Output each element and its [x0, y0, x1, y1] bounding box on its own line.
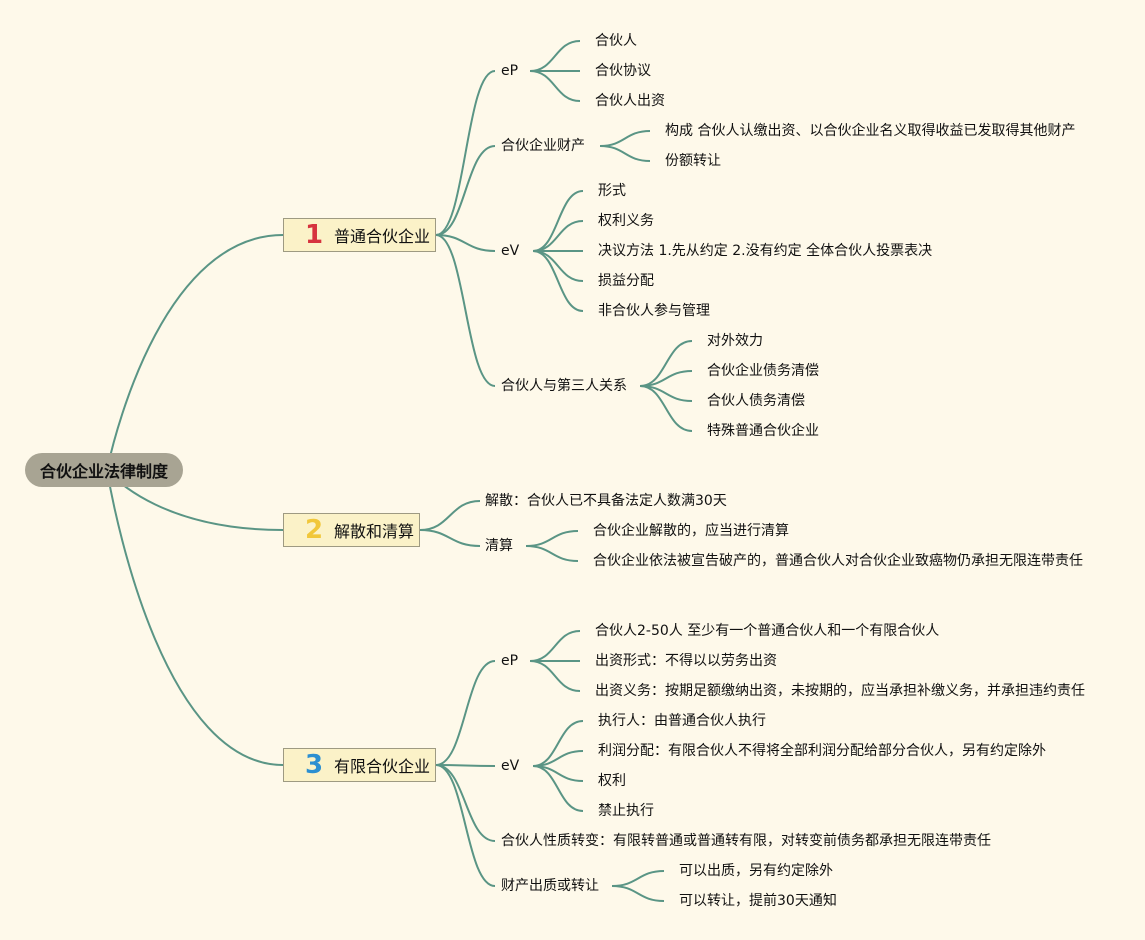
node-partnership-property[interactable]: 合伙企业财产 [501, 138, 585, 154]
node-property-pledge-transfer[interactable]: 财产出质或转让 [501, 878, 599, 894]
leaf-pledge[interactable]: 可以出质，另有约定除外 [679, 863, 833, 879]
link-b1-2 [435, 234, 496, 252]
root-node[interactable]: 合伙企业法律制度 [25, 453, 183, 487]
link-root-branch3 [106, 469, 284, 766]
branch-label: 有限合伙企业 [334, 757, 431, 776]
leaf-share-transfer[interactable]: 份额转让 [665, 153, 721, 169]
leaf-profit-distribution[interactable]: 利润分配：有限合伙人不得将全部利润分配给部分合伙人，另有约定除外 [598, 743, 1046, 759]
leaf-resolution-method[interactable]: 决议方法 1.先从约定 2.没有约定 全体合伙人投票表决 [598, 243, 933, 259]
leaf-external-effect[interactable]: 对外效力 [707, 333, 763, 349]
link-b2-0 [419, 500, 481, 531]
link-b3-ep-2 [529, 660, 581, 692]
link-b1-3 [435, 234, 496, 387]
leaf-special-partnership[interactable]: 特殊普通合伙企业 [707, 423, 819, 439]
link-b1-third-3 [639, 385, 693, 432]
leaf-contribution-form[interactable]: 出资形式：不得以以劳务出资 [595, 653, 777, 669]
leaf-property-composition[interactable]: 构成 合伙人认缴出资、以合伙企业名义取得收益已发取得其他财产 [665, 123, 1076, 139]
link-b2-liq-0 [525, 530, 579, 547]
node-ev[interactable]: eV [501, 243, 520, 259]
link-b3-1 [435, 764, 496, 767]
leaf-bankruptcy-liability[interactable]: 合伙企业依法被宣告破产的，普通合伙人对合伙企业致癌物仍承担无限连带责任 [593, 553, 1083, 569]
link-b3-3 [435, 764, 496, 887]
node-ep[interactable]: eP [501, 63, 519, 79]
leaf-partner-contribution[interactable]: 合伙人出资 [595, 93, 665, 109]
link-b1-ep-2 [529, 70, 581, 102]
leaf-nonpartner-management[interactable]: 非合伙人参与管理 [598, 303, 710, 319]
link-root-branch1 [106, 234, 284, 471]
link-b1-ev-1 [532, 220, 584, 252]
link-b1-prop-1 [599, 145, 651, 162]
link-b1-ev-0 [532, 190, 584, 252]
node-third-party-relation[interactable]: 合伙人与第三人关系 [501, 378, 627, 394]
number-1-icon: 1 [304, 220, 324, 250]
link-b3-ep-0 [529, 630, 581, 662]
link-b2-1 [419, 529, 481, 547]
number-2-icon: 2 [304, 515, 324, 545]
link-b1-ev-4 [532, 250, 584, 312]
node-dissolution[interactable]: 解散：合伙人已不具备法定人数满30天 [485, 493, 727, 509]
link-b1-prop-0 [599, 130, 651, 147]
leaf-form[interactable]: 形式 [598, 183, 626, 199]
branch-general-partnership[interactable]: 1 普通合伙企业 [283, 218, 436, 252]
link-b3-0 [435, 660, 496, 766]
leaf-enterprise-debt[interactable]: 合伙企业债务清偿 [707, 363, 819, 379]
link-b1-1 [435, 145, 496, 236]
node-ep[interactable]: eP [501, 653, 519, 669]
number-3-icon: 3 [304, 750, 324, 780]
leaf-executor[interactable]: 执行人：由普通合伙人执行 [598, 713, 766, 729]
link-b2-liq-1 [525, 545, 579, 562]
link-b3-ev-3 [532, 765, 584, 812]
leaf-partnership-agreement[interactable]: 合伙协议 [595, 63, 651, 79]
leaf-profit-loss[interactable]: 损益分配 [598, 273, 654, 289]
leaf-transfer-notice[interactable]: 可以转让，提前30天通知 [679, 893, 837, 909]
link-b1-ev-3 [532, 250, 584, 282]
leaf-partner-debt[interactable]: 合伙人债务清偿 [707, 393, 805, 409]
leaf-contribution-duty[interactable]: 出资义务：按期足额缴纳出资，未按期的，应当承担补缴义务，并承担违约责任 [595, 683, 1085, 699]
branch-label: 解散和清算 [334, 522, 415, 541]
leaf-rights-duties[interactable]: 权利义务 [598, 213, 654, 229]
leaf-partner[interactable]: 合伙人 [595, 33, 637, 49]
leaf-liquidation-required[interactable]: 合伙企业解散的，应当进行清算 [593, 523, 789, 539]
branch-limited-partnership[interactable]: 3 有限合伙企业 [283, 748, 436, 782]
link-b1-ep-0 [529, 40, 581, 72]
node-ev[interactable]: eV [501, 758, 520, 774]
leaf-partner-count[interactable]: 合伙人2-50人 至少有一个普通合伙人和一个有限合伙人 [595, 623, 940, 639]
branch-dissolution-liquidation[interactable]: 2 解散和清算 [283, 513, 420, 547]
leaf-prohibited-execution[interactable]: 禁止执行 [598, 803, 654, 819]
link-b3-prop-1 [611, 885, 665, 902]
leaf-rights[interactable]: 权利 [598, 773, 626, 789]
branch-label: 普通合伙企业 [334, 227, 431, 246]
node-partner-nature-change[interactable]: 合伙人性质转变：有限转普通或普通转有限，对转变前债务都承担无限连带责任 [501, 833, 991, 849]
node-liquidation[interactable]: 清算 [485, 538, 513, 554]
link-b3-prop-0 [611, 870, 665, 887]
link-b1-0 [435, 70, 496, 236]
